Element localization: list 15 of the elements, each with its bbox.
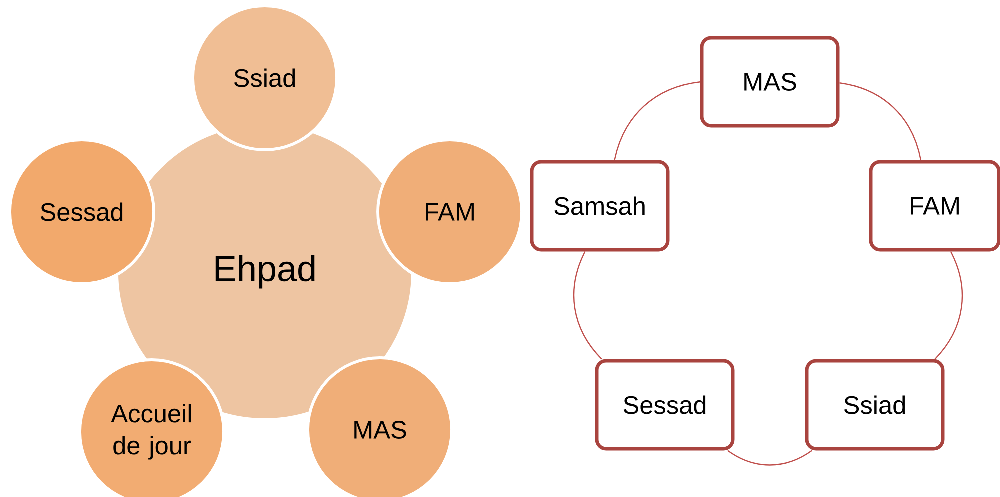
circle-node: Ssiad [192, 4, 338, 152]
ring-arc [614, 82, 700, 160]
rounded-box: Ssiad [805, 359, 945, 451]
rounded-box: Samsah [530, 160, 670, 252]
rounded-box: MAS [700, 36, 840, 128]
circle-node: FAM [376, 138, 524, 286]
rounded-box: FAM [869, 160, 1000, 252]
circle-node: Sessad [8, 138, 156, 286]
circle-node: MAS [306, 356, 454, 497]
rounded-box: Sessad [595, 359, 735, 451]
ring-arc [728, 450, 812, 466]
circle-node: Accueil de jour [78, 358, 226, 497]
ring-arc [574, 252, 602, 360]
ring-arc [840, 82, 922, 160]
ring-arc [934, 251, 963, 360]
